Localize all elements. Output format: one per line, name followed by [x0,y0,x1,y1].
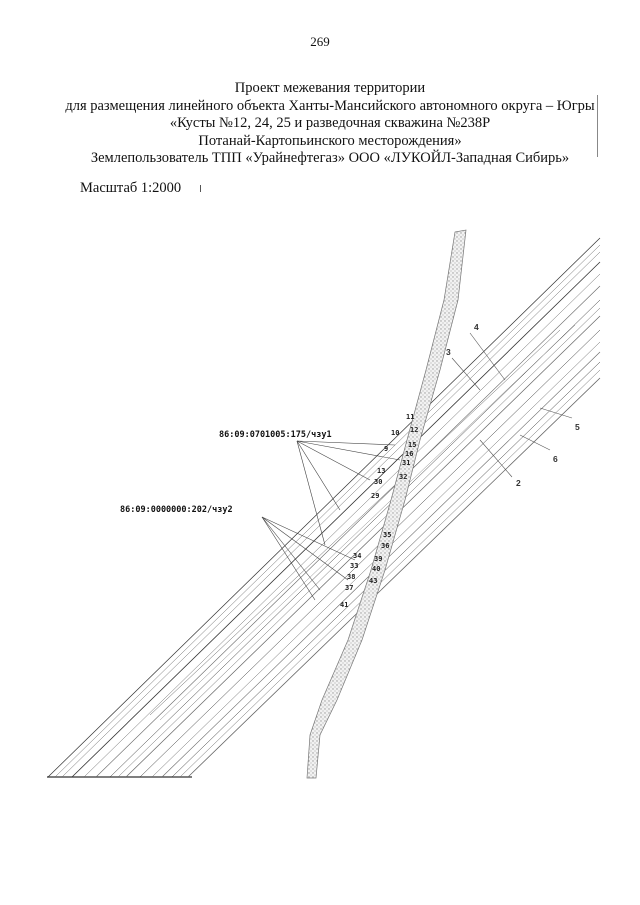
point-32: 32 [399,473,407,481]
point-33: 33 [350,562,358,570]
document-title: Проект межевания территории для размещен… [40,80,620,168]
point-41: 41 [340,601,348,609]
title-line-1: Проект межевания территории [234,80,426,96]
point-16: 16 [405,450,413,458]
corridor-line [95,285,601,778]
margin-line [597,95,598,157]
corridor-line [71,261,601,778]
point-13: 13 [377,467,385,475]
point-9: 9 [384,445,388,453]
corridor-line [187,377,601,778]
point-31: 31 [402,459,410,467]
line-number-4: 4 [474,322,479,332]
corridor-line [109,299,601,778]
point-39: 39 [374,555,382,563]
title-line-2: для размещения линейного объекта Ханты-М… [65,97,595,114]
corridor-line [179,369,601,778]
point-36: 36 [381,542,389,550]
title-line-4: Потанай-Картопьинского месторождения» [198,132,462,149]
point-38: 38 [347,573,355,581]
stippled-strip [306,229,467,779]
line-number-3: 3 [446,347,451,357]
corridor-line [125,315,601,778]
point-40: 40 [372,565,380,573]
line-number-2: 2 [516,478,521,488]
point-29: 29 [371,492,379,500]
point-34: 34 [353,552,361,560]
line-number-leaders [451,332,573,478]
leader-lines [261,440,401,601]
point-37: 37 [345,584,353,592]
corridor-line [47,237,601,778]
parcel-label-1: 86:09:0701005:175/чзу1 [219,430,332,440]
corridor-line [83,273,601,778]
line-number-5: 5 [575,422,580,432]
corridor-line [139,329,601,778]
point-15: 15 [408,441,416,449]
scale-label: Масштаб 1:2000 [80,180,182,196]
corridor-line [149,329,561,716]
point-12: 12 [410,426,418,434]
line-number-6: 6 [553,454,558,464]
corridor-line [61,251,601,778]
corridor-line [159,324,576,721]
point-30: 30 [374,478,382,486]
point-10: 10 [391,429,399,437]
corridor-line [54,244,601,778]
corridor-line [171,361,601,778]
page-number: 269 [310,34,330,49]
point-35: 35 [383,531,391,539]
point-11: 11 [406,413,414,421]
parcel-label-2: 86:09:0000000:202/чзу2 [120,505,233,515]
point-43: 43 [369,577,377,585]
road-corridor [47,237,601,778]
tick-mark [200,185,201,192]
corridor-line [117,307,601,778]
title-line-5: Землепользователь ТПП «Урайнефтегаз» ООО… [90,150,570,166]
title-line-3: «Кусты №12, 24, 25 и разведочная скважин… [169,115,491,131]
